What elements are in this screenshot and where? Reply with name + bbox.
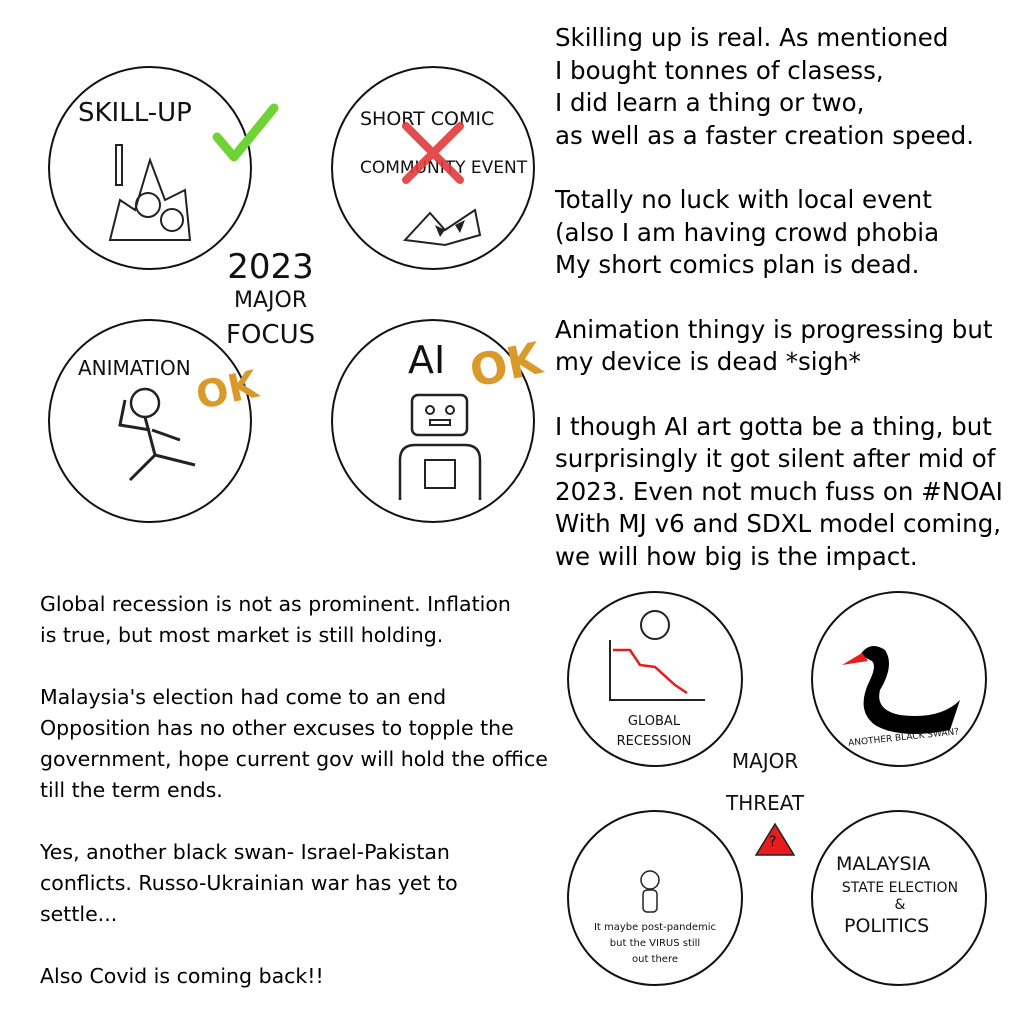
text-line: Totally no luck with local event: [555, 185, 932, 214]
animation-circle: [48, 319, 252, 523]
virus-label-line: It maybe post-pandemic: [593, 922, 717, 933]
skill-up-circle: [48, 66, 252, 270]
text-line: Skilling up is real. As mentioned: [555, 23, 949, 52]
text-line: government, hope current gov will hold t…: [40, 747, 548, 771]
text-line: I though AI art gotta be a thing, but: [555, 411, 992, 441]
text-line: Also Covid is coming back!!: [40, 964, 324, 988]
text-line: Animation thingy is progressing but: [555, 314, 993, 344]
focus-title-focus: FOCUS: [226, 320, 316, 350]
text-line: With MJ v6 and SDXL model coming,: [555, 509, 1002, 538]
text-line: till the term ends.: [40, 778, 223, 802]
text-line: surprisingly it got silent after mid of: [555, 444, 996, 473]
text-line: Opposition has no other excuses to toppl…: [40, 716, 514, 740]
skill-up-label: SKILL-UP: [78, 98, 192, 128]
focus-title: 2023 MAJOR FOCUS: [226, 250, 315, 352]
virus-label: It maybe post-pandemic but the VIRUS sti…: [590, 920, 720, 968]
text-line: Global recession is not as prominent. In…: [40, 592, 511, 616]
text-line: is true, but most market is still holdin…: [40, 623, 444, 647]
text-line: (also I am having crowd phobia: [555, 217, 940, 247]
text-line: settle...: [40, 902, 118, 926]
animation-label: ANIMATION: [78, 356, 191, 380]
text-line: I bought tonnes of clasess,: [555, 55, 884, 85]
malaysia-politics-label: MALAYSIA STATE ELECTION & POLITICS: [830, 850, 970, 940]
malaysia-label-line: POLITICS: [844, 915, 930, 937]
text-line: Malaysia's election had come to an end: [40, 685, 447, 709]
cross-icon: [402, 122, 464, 184]
black-swan-circle: [811, 591, 987, 767]
text-line: Yes, another black swan- Israel-Pakistan: [40, 840, 450, 864]
ai-label: AI: [408, 338, 446, 382]
focus-title-major: MAJOR: [233, 288, 308, 313]
knight-illustration-icon: [108, 144, 192, 241]
robot-icon: [398, 393, 482, 500]
text-line: we will how big is the impact.: [555, 541, 918, 571]
warning-question-mark: ?: [769, 834, 777, 850]
text-line: I did learn a thing or two,: [555, 88, 865, 117]
threat-title-threat: THREAT: [726, 791, 805, 815]
malaysia-label-line: STATE ELECTION: [841, 880, 959, 896]
text-line: as well as a faster creation speed.: [555, 120, 975, 150]
falling-chart-icon: [609, 610, 705, 701]
text-line: My short comics plan is dead.: [555, 250, 920, 279]
text-line: 2023. Even not much fuss on #NOAI: [555, 476, 1003, 506]
malaysia-label-line: MALAYSIA: [836, 853, 931, 875]
virus-figure-icon: [640, 870, 660, 913]
focus-notes: Skilling up is real. As mentioned I boug…: [555, 22, 1003, 573]
virus-circle: [567, 810, 743, 986]
threat-notes: Global recession is not as prominent. In…: [40, 589, 548, 992]
warning-triangle-icon: [754, 822, 796, 856]
virus-label-line: but the VIRUS still: [609, 938, 701, 949]
focus-title-year: 2023: [227, 247, 314, 287]
virus-label-line: out there: [631, 954, 678, 965]
checkmark-icon: [212, 103, 279, 162]
running-figure-icon: [118, 387, 196, 482]
black-swan-icon: [842, 646, 960, 734]
threat-title: MAJOR THREAT: [726, 740, 804, 824]
comic-book-icon: [402, 208, 482, 247]
global-recession-label: GLOBAL RECESSION: [616, 714, 692, 749]
text-line: conflicts. Russo-Ukrainian war has yet t…: [40, 871, 458, 895]
short-comic-circle: [331, 66, 535, 270]
text-line: my device is dead *sigh*: [555, 347, 861, 376]
malaysia-label-line: &: [894, 897, 906, 913]
malaysia-politics-circle: [811, 810, 987, 986]
threat-title-major: MAJOR: [731, 749, 799, 773]
global-recession-circle: [567, 591, 743, 767]
